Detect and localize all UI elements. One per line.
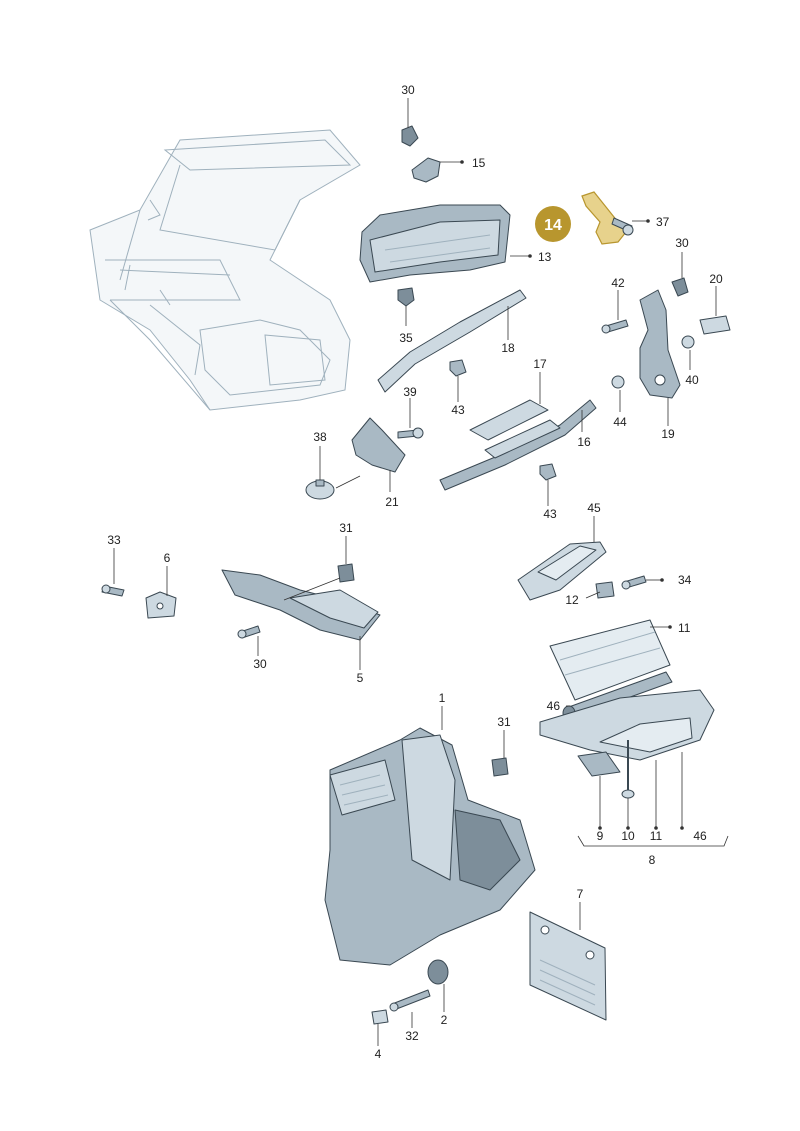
bracket-6 — [145, 591, 177, 619]
screw-34 — [621, 575, 647, 590]
bolt-32 — [389, 989, 431, 1012]
callout-11-lower: 11 — [650, 829, 663, 843]
clip-12 — [595, 581, 615, 599]
highlight-badge — [535, 206, 571, 242]
callout-30-top: 30 — [401, 83, 415, 97]
floor-panel-8 — [539, 689, 715, 761]
callout-10: 10 — [621, 829, 635, 843]
screw-37 — [611, 217, 634, 236]
bracket-15 — [411, 157, 441, 183]
screw-42 — [601, 319, 629, 334]
callout-30-right: 30 — [675, 236, 689, 250]
cover-45 — [517, 541, 607, 601]
callout-11-upper: 11 — [678, 621, 691, 635]
callout-8: 8 — [649, 853, 656, 867]
trim-panel-16 — [439, 399, 597, 491]
callout-31-bottom: 31 — [497, 715, 511, 729]
callout-6: 6 — [164, 551, 171, 565]
callout-33: 33 — [107, 533, 121, 547]
callout-44: 44 — [613, 415, 627, 429]
callout-14: 14 — [544, 217, 562, 234]
callout-31-mid: 31 — [339, 521, 353, 535]
callout-34: 34 — [678, 573, 692, 587]
luggage-cover-11 — [549, 619, 671, 701]
callout-42: 42 — [611, 276, 625, 290]
clip-31-bottom — [491, 757, 509, 777]
screw-33 — [101, 584, 125, 597]
callout-20: 20 — [709, 272, 723, 286]
callout-40: 40 — [685, 373, 699, 387]
callout-1: 1 — [439, 691, 446, 705]
lamp-20 — [699, 315, 731, 335]
clip-30-top — [401, 125, 419, 147]
clip-4 — [371, 1009, 389, 1025]
callout-5: 5 — [357, 671, 364, 685]
bracket-21 — [351, 417, 406, 473]
side-trim-19 — [639, 289, 681, 399]
callout-17: 17 — [533, 357, 547, 371]
callout-46-upper: 46 — [547, 699, 561, 713]
clip-43-lower — [539, 463, 557, 481]
screw-30-mid — [237, 625, 261, 639]
callout-35: 35 — [399, 331, 413, 345]
clip-35 — [397, 287, 415, 307]
callout-9: 9 — [597, 829, 604, 843]
callout-7: 7 — [577, 887, 584, 901]
side-panel-1 — [324, 727, 536, 966]
clip-31-mid — [337, 563, 355, 583]
callout-labels: 30 15 37 13 30 20 42 35 18 40 43 39 17 4… — [107, 83, 723, 1061]
callout-39: 39 — [403, 385, 417, 399]
plug-38 — [305, 479, 335, 500]
knob-2 — [427, 959, 449, 985]
callout-46-lower: 46 — [693, 829, 707, 843]
callout-13: 13 — [538, 250, 552, 264]
callout-37: 37 — [656, 215, 670, 229]
callout-43-lower: 43 — [543, 507, 557, 521]
screw-39 — [397, 427, 424, 439]
callout-15: 15 — [472, 156, 486, 170]
car-trunk-overview — [89, 129, 361, 411]
cap-44 — [611, 375, 625, 389]
callout-30-mid: 30 — [253, 657, 267, 671]
boot-lid-trim-13 — [359, 204, 511, 283]
leader-lines — [113, 98, 729, 1046]
callout-2: 2 — [441, 1013, 448, 1027]
callout-32: 32 — [405, 1029, 419, 1043]
callout-19: 19 — [661, 427, 675, 441]
callout-18: 18 — [501, 341, 515, 355]
callout-21: 21 — [385, 495, 399, 509]
callout-38: 38 — [313, 430, 327, 444]
trim-strip-18 — [377, 289, 527, 393]
bracket-14-highlighted: 14 — [535, 191, 627, 245]
mat-9 — [577, 751, 621, 777]
clip-43-upper — [449, 359, 467, 377]
callout-16: 16 — [577, 435, 591, 449]
handle-17 — [469, 399, 549, 441]
cap-40 — [681, 335, 695, 349]
callout-43-upper: 43 — [451, 403, 465, 417]
callout-45: 45 — [587, 501, 601, 515]
callout-12: 12 — [565, 593, 579, 607]
cover-7 — [529, 911, 607, 1021]
callout-4: 4 — [375, 1047, 382, 1061]
clip-30-right — [671, 277, 689, 297]
trim-5 — [221, 569, 381, 641]
leader-dots — [460, 160, 684, 830]
